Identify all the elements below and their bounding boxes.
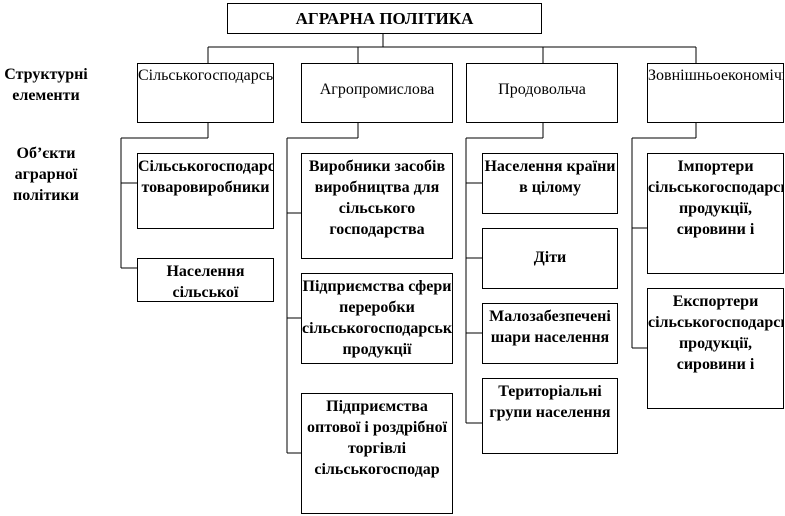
object-territorial-groups: Територіальні групи населення xyxy=(482,378,618,454)
side-label-structural-text: Структурні елементи xyxy=(4,66,88,104)
object-processing-enterprises: Підприємства сфери переробки сільськогос… xyxy=(301,273,453,364)
category-agroindustrial: Агропромислова xyxy=(301,63,453,123)
object-agri-producers: Сільськогосподарські товаровиробники xyxy=(137,153,274,229)
object-territorial-groups-text: Територіальні групи населення xyxy=(489,383,611,421)
side-label-objects-text: Об’єкти аграрної політики xyxy=(13,145,79,204)
object-trade-enterprises: Підприємства оптової і роздрібної торгів… xyxy=(301,393,453,514)
diagram-title-text: АГРАРНА ПОЛІТИКА xyxy=(295,9,474,28)
object-exporters-text: Експортери сільськогосподарської продукц… xyxy=(648,293,783,373)
object-low-income: Малозабезпечені шари населення xyxy=(482,303,618,364)
category-food-label: Продовольча xyxy=(498,81,586,98)
object-children: Діти xyxy=(482,228,618,289)
object-low-income-text: Малозабезпечені шари населення xyxy=(489,308,611,346)
category-food: Продовольча xyxy=(466,63,618,123)
category-foreign-economic: Зовнішньоекономічна xyxy=(647,63,784,123)
object-means-producers-text: Виробники засобів виробництва для сільсь… xyxy=(308,158,446,238)
diagram-title: АГРАРНА ПОЛІТИКА xyxy=(227,3,542,34)
object-means-producers: Виробники засобів виробництва для сільсь… xyxy=(301,153,453,259)
object-rural-population-text: Населення сільської xyxy=(166,263,245,301)
object-country-population-text: Населення країни в цілому xyxy=(484,158,616,196)
category-agricultural: Сільськогосподарська xyxy=(137,63,274,123)
object-exporters: Експортери сільськогосподарської продукц… xyxy=(647,288,784,409)
object-agri-producers-text: Сільськогосподарські товаровиробники xyxy=(138,158,274,196)
category-agricultural-label: Сільськогосподарська xyxy=(138,67,274,84)
category-foreign-economic-label: Зовнішньоекономічна xyxy=(648,67,784,84)
object-trade-enterprises-text: Підприємства оптової і роздрібної торгів… xyxy=(306,398,448,478)
category-agroindustrial-label: Агропромислова xyxy=(319,81,435,98)
object-country-population: Населення країни в цілому xyxy=(482,153,618,214)
object-processing-enterprises-text: Підприємства сфери переробки сільськогос… xyxy=(302,278,453,358)
side-label-objects: Об’єкти аграрної політики xyxy=(0,143,92,209)
object-importers-text: Імпортери сільськогосподарської продукці… xyxy=(648,158,783,238)
object-rural-population: Населення сільської xyxy=(137,258,274,302)
object-importers: Імпортери сільськогосподарської продукці… xyxy=(647,153,784,274)
side-label-structural: Структурні елементи xyxy=(0,64,92,124)
object-children-text: Діти xyxy=(533,249,567,266)
